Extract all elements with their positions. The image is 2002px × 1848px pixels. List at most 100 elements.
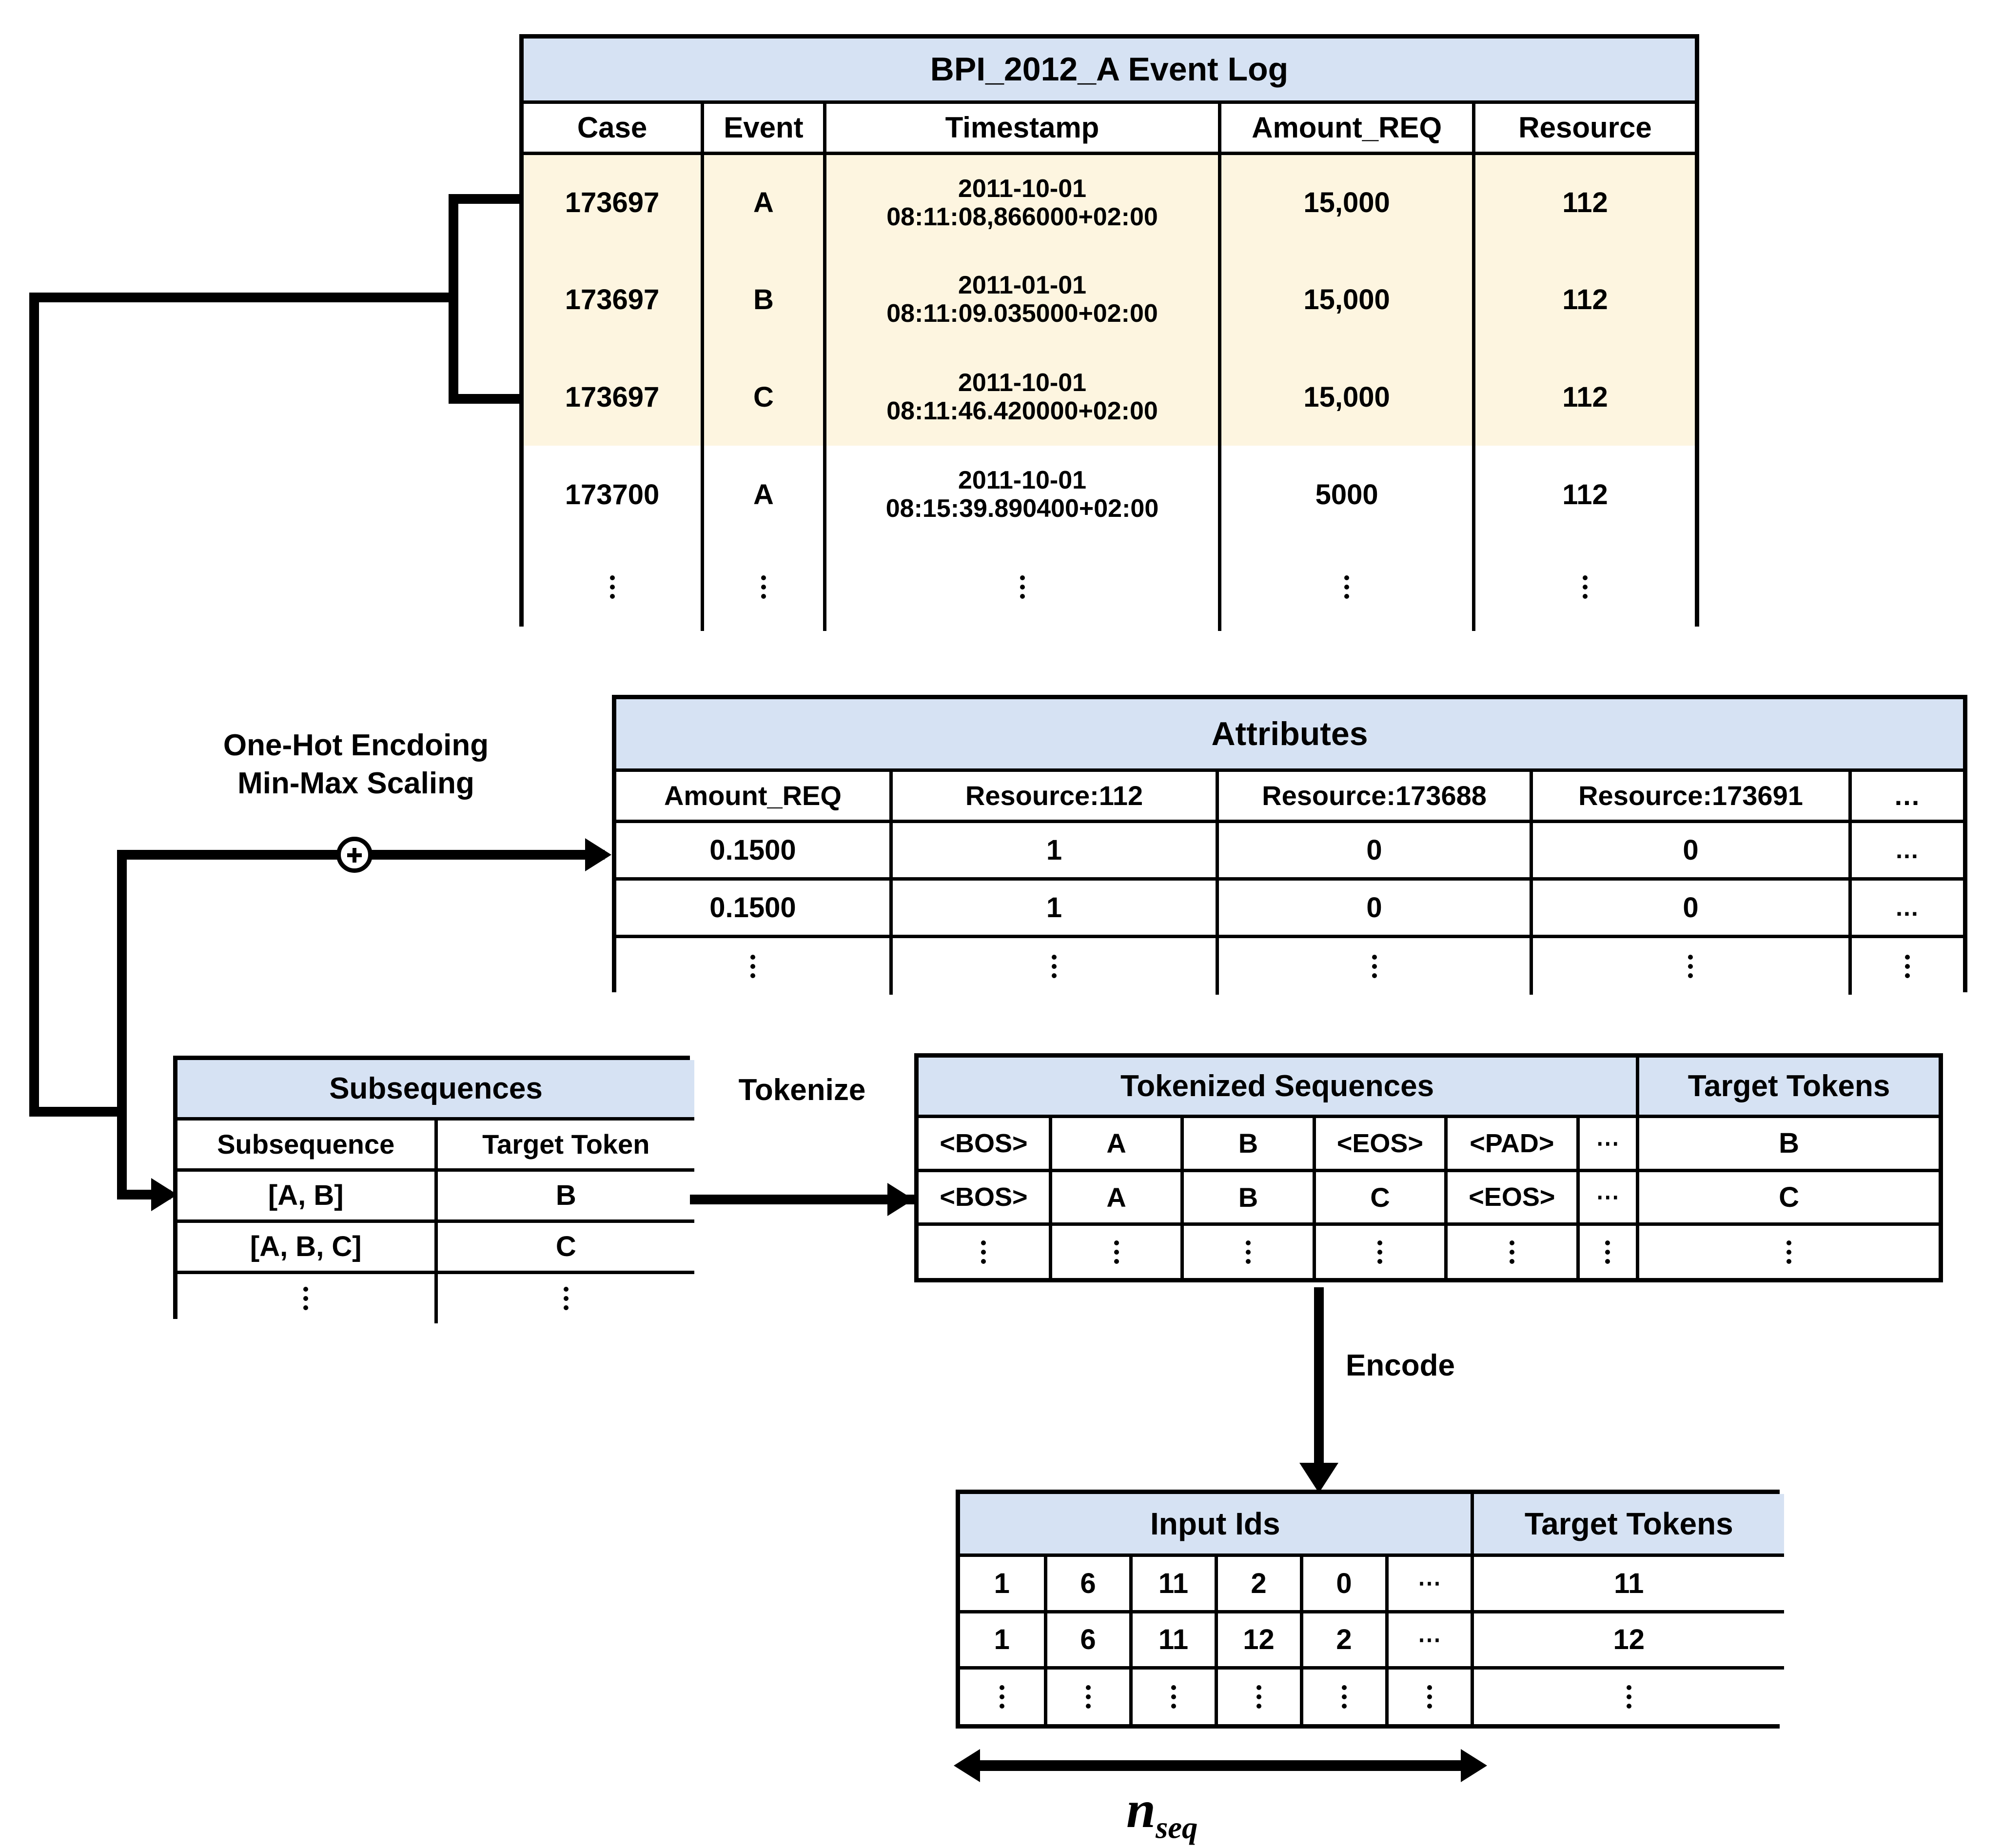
subsequences-col-target: Target Token: [434, 1117, 695, 1172]
attributes-col-more: ...: [1848, 768, 1963, 823]
transform-label-line1: One-Hot Encdoing: [223, 728, 489, 762]
event-log-resource: 112: [1472, 251, 1695, 348]
event-log-ellipsis: [823, 543, 1222, 631]
input-ids-ellipsis: [1470, 1666, 1785, 1724]
nseq-span-line: [980, 1760, 1463, 1771]
attributes-ellipsis: [889, 934, 1219, 995]
attributes-cell: 0: [1216, 819, 1533, 881]
event-log-timestamp-time: 08:11:09.035000+02:00: [886, 299, 1158, 328]
event-log-event: A: [701, 151, 826, 251]
table-row: 0.1500 1 0 0 ...: [616, 819, 1963, 881]
table-row-ellipsis: [524, 543, 1695, 631]
event-log-timestamp-date: 2011-10-01: [958, 368, 1087, 397]
plus-operator-icon: [336, 837, 373, 873]
table-row: [A, B, C] C: [177, 1219, 695, 1274]
table-row: 1 6 11 12 2 ⋯ 12: [960, 1610, 1785, 1670]
subsequences-cell: C: [434, 1219, 695, 1274]
table-row-ellipsis: [960, 1666, 1785, 1724]
subsequences-ellipsis: [434, 1270, 695, 1323]
input-ids-ellipsis: [1299, 1666, 1389, 1724]
event-log-ellipsis: [1218, 543, 1476, 631]
event-log-case: 173697: [524, 151, 705, 251]
attributes-cell: 0.1500: [616, 819, 893, 881]
transform-label: One-Hot Encdoing Min-Max Scaling: [185, 727, 527, 802]
event-log-amount: 15,000: [1218, 348, 1476, 446]
event-log-col-resource: Resource: [1472, 100, 1695, 155]
attributes-cell: 0: [1529, 819, 1852, 881]
input-id-cell: 11: [1129, 1553, 1218, 1613]
attributes-ellipsis: [1216, 934, 1533, 995]
bracket-top-line: [449, 194, 522, 204]
input-ids-target-tokens-title: Target Tokens: [1470, 1494, 1785, 1557]
input-ids-table: Input Ids Target Tokens 1 6 11 2 0 ⋯ 11 …: [956, 1490, 1785, 1729]
attributes-col-resource-173691: Resource:173691: [1529, 768, 1852, 823]
subsequences-ellipsis: [177, 1270, 438, 1323]
attributes-cell: 1: [889, 819, 1219, 881]
table-row: <BOS> A B <EOS> <PAD> ⋯ B: [919, 1115, 1939, 1172]
encode-connector-line: [1314, 1287, 1324, 1485]
token-cell: B: [1180, 1168, 1316, 1226]
subsequences-table: Subsequences Subsequence Target Token [A…: [173, 1056, 695, 1323]
event-log-col-case: Case: [524, 100, 705, 155]
event-log-col-amount: Amount_REQ: [1218, 100, 1476, 155]
attributes-cell: 0: [1216, 877, 1533, 938]
tokenize-arrow-head: [887, 1183, 914, 1216]
token-cell: <EOS>: [1444, 1168, 1580, 1226]
tokenized-target-cell: B: [1636, 1115, 1939, 1172]
input-ids-ellipsis: [1043, 1666, 1133, 1724]
token-cell: <BOS>: [919, 1168, 1052, 1226]
event-log-resource: 112: [1472, 446, 1695, 543]
event-log-case: 173697: [524, 251, 705, 348]
event-log-col-event: Event: [701, 100, 826, 155]
event-log-table: BPI_2012_A Event Log Case Event Timestam…: [519, 34, 1699, 631]
event-log-timestamp-date: 2011-10-01: [958, 466, 1087, 494]
tokenized-ellipsis: [1048, 1222, 1184, 1278]
tokenized-sequences-table: Tokenized Sequences Target Tokens <BOS> …: [914, 1053, 1943, 1282]
token-cell-more: ⋯: [1576, 1115, 1640, 1172]
event-log-timestamp: 2011-01-01 08:11:09.035000+02:00: [823, 251, 1222, 348]
token-cell: A: [1048, 1115, 1184, 1172]
attributes-cell: ...: [1848, 819, 1963, 881]
input-id-cell: 6: [1043, 1610, 1133, 1670]
table-row: 173697 A 2011-10-01 08:11:08,866000+02:0…: [524, 151, 1695, 251]
event-log-timestamp-date: 2011-10-01: [958, 174, 1087, 203]
tokenized-ellipsis: [1636, 1222, 1939, 1278]
input-id-cell-more: ⋯: [1385, 1610, 1474, 1670]
nseq-label: nseq: [1126, 1780, 1197, 1847]
tokenized-ellipsis: [919, 1222, 1052, 1278]
encode-arrow-head: [1299, 1463, 1338, 1493]
event-log-timestamp-date: 2011-01-01: [958, 271, 1087, 299]
tokenized-target-cell: C: [1636, 1168, 1939, 1226]
subsequences-cell: [A, B]: [177, 1168, 438, 1223]
bracket-bottom-line: [449, 394, 522, 404]
table-row: <BOS> A B C <EOS> ⋯ C: [919, 1168, 1939, 1226]
token-cell: <BOS>: [919, 1115, 1052, 1172]
event-log-timestamp: 2011-10-01 08:11:08,866000+02:00: [823, 151, 1222, 251]
table-row: [A, B] B: [177, 1168, 695, 1223]
event-log-title: BPI_2012_A Event Log: [524, 39, 1695, 104]
attributes-ellipsis: [616, 934, 893, 995]
event-log-event: B: [701, 251, 826, 348]
attributes-cell: ...: [1848, 877, 1963, 938]
event-log-case: 173697: [524, 348, 705, 446]
input-id-cell: 2: [1214, 1553, 1303, 1613]
input-ids-title: Input Ids: [960, 1494, 1472, 1557]
attributes-title: Attributes: [616, 699, 1963, 772]
attributes-ellipsis: [1848, 934, 1963, 995]
input-id-cell: 6: [1043, 1553, 1133, 1613]
nseq-base: n: [1126, 1781, 1156, 1839]
subsequences-branch-vertical: [117, 1107, 127, 1199]
event-log-event: A: [701, 446, 826, 543]
token-cell: <PAD>: [1444, 1115, 1580, 1172]
attributes-col-resource-112: Resource:112: [889, 768, 1219, 823]
input-ids-target-cell: 12: [1470, 1610, 1785, 1670]
event-log-timestamp: 2011-10-01 08:11:46.420000+02:00: [823, 348, 1222, 446]
attributes-col-amount: Amount_REQ: [616, 768, 893, 823]
event-log-col-timestamp: Timestamp: [823, 100, 1222, 155]
subsequences-cell: [A, B, C]: [177, 1219, 438, 1274]
table-row-ellipsis: [919, 1222, 1939, 1278]
nseq-subscript: seq: [1156, 1810, 1198, 1846]
bracket-vertical-line: [449, 194, 458, 404]
attributes-col-resource-173688: Resource:173688: [1216, 768, 1533, 823]
